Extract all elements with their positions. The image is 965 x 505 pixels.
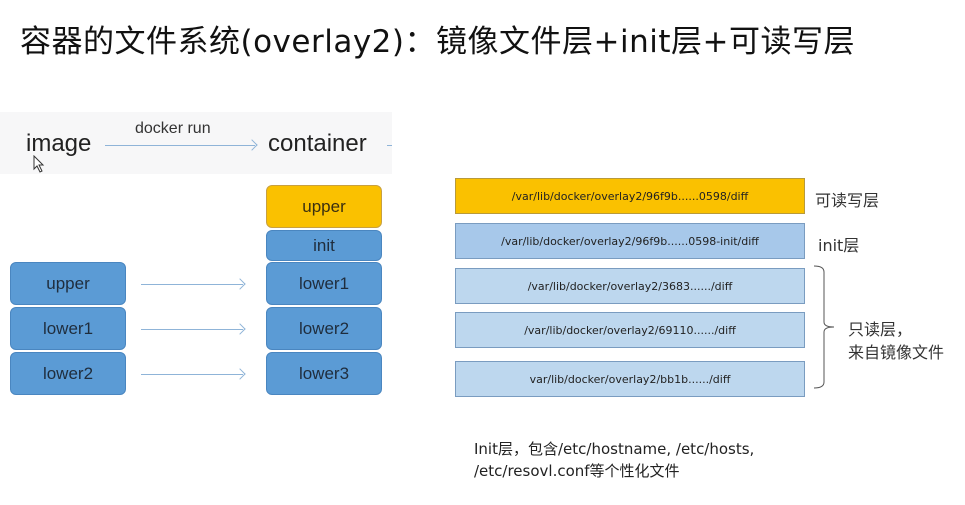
read-only-brace-icon bbox=[813, 265, 835, 389]
note-line-1: Init层，包含/etc/hostname, /etc/hosts, bbox=[474, 440, 755, 458]
map-arrow-2-line bbox=[141, 329, 243, 330]
image-layer-upper: upper bbox=[10, 262, 126, 305]
container-layer-lower3: lower3 bbox=[266, 352, 382, 395]
read-only-label-line1: 只读层， bbox=[848, 320, 913, 339]
container-layer-lower2: lower2 bbox=[266, 307, 382, 350]
rw-layer-label: 可读写层 bbox=[815, 191, 880, 210]
ro-layer-path-box-1: /var/lib/docker/overlay2/3683....../diff bbox=[455, 268, 805, 304]
rw-layer-path-box: /var/lib/docker/overlay2/96f9b......0598… bbox=[455, 178, 805, 214]
note-line-2: /etc/resovl.conf等个性化文件 bbox=[474, 462, 680, 480]
map-arrow-3-line bbox=[141, 374, 243, 375]
container-layer-init: init bbox=[266, 230, 382, 261]
mouse-cursor-icon bbox=[33, 155, 45, 173]
init-layer-note: Init层，包含/etc/hostname, /etc/hosts, /etc/… bbox=[474, 438, 754, 482]
init-layer-label: init层 bbox=[818, 236, 860, 255]
init-layer-path-box: /var/lib/docker/overlay2/96f9b......0598… bbox=[455, 223, 805, 259]
image-label: image bbox=[26, 130, 92, 157]
docker-run-label: docker run bbox=[135, 120, 211, 137]
container-layer-lower1: lower1 bbox=[266, 262, 382, 305]
ro-layer-path-box-2: /var/lib/docker/overlay2/69110....../dif… bbox=[455, 312, 805, 348]
image-layer-lower1: lower1 bbox=[10, 307, 126, 350]
container-layer-upper: upper bbox=[266, 185, 382, 228]
continuation-dash bbox=[387, 145, 392, 146]
image-layer-lower2: lower2 bbox=[10, 352, 126, 395]
read-only-label-line2: 来自镜像文件 bbox=[848, 343, 945, 362]
diagram-header-band bbox=[0, 112, 392, 174]
ro-layer-path-box-3: var/lib/docker/overlay2/bb1b....../diff bbox=[455, 361, 805, 397]
container-label: container bbox=[268, 130, 367, 157]
map-arrow-1-line bbox=[141, 284, 243, 285]
slide-title: 容器的文件系统(overlay2)：镜像文件层+init层+可读写层 bbox=[20, 24, 855, 60]
docker-run-arrow-line bbox=[105, 145, 255, 146]
